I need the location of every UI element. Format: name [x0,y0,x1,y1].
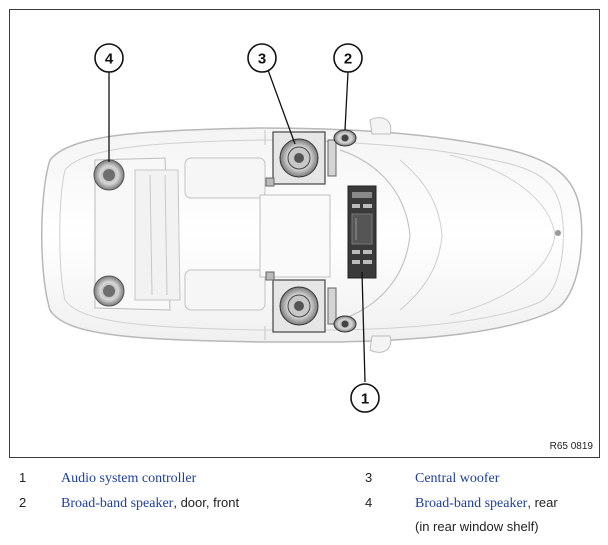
callout-4: 4 [94,43,124,73]
rear-speaker-right [93,275,125,307]
legend-link-broadband-front[interactable]: Broad-band speaker [61,496,174,511]
legend-item-1: Audio system controller [61,470,196,487]
callout-4-label: 4 [105,51,114,68]
legend-number-2: 2 [19,495,27,510]
legend-link-broadband-rear[interactable]: Broad-band speaker [415,496,528,511]
front-door-speaker-upper [333,129,357,147]
diagram-frame: 4 3 2 1 R65 0819 [9,9,600,458]
leader-lines [108,69,366,383]
legend-number-3: 3 [365,470,373,485]
legend-item-4-line2: (in rear window shelf) [415,519,539,534]
legend-item-2: Broad-band speaker, door, front [61,495,240,511]
central-woofer-upper [265,131,337,187]
callout-2: 2 [333,43,363,73]
legend-number-4: 4 [365,495,373,510]
front-door-speaker-lower [333,315,357,333]
legend-link-central-woofer[interactable]: Central woofer [415,471,500,486]
leader-line-1 [361,271,366,383]
legend: 1 Audio system controller 3 Central woof… [0,462,608,545]
legend-link-audio-controller[interactable]: Audio system controller [61,471,197,486]
legend-item-4: Broad-band speaker, rear [415,495,558,511]
callout-3-label: 3 [258,51,266,68]
callout-1-label: 1 [361,391,369,408]
callout-2-label: 2 [344,51,352,68]
figure-reference-code: R65 0819 [549,441,593,452]
central-woofer-lower [265,271,337,333]
audio-system-controller [347,185,377,279]
legend-number-1: 1 [19,470,27,485]
rear-speaker-left [93,159,125,191]
callout-3: 3 [247,43,277,73]
leader-line-2 [344,71,349,131]
car-top-view-diagram: 4 3 2 1 [40,43,583,413]
leader-line-3 [267,69,296,145]
callout-1: 1 [350,383,380,413]
legend-item-3: Central woofer [415,470,499,487]
car-body [40,117,583,353]
